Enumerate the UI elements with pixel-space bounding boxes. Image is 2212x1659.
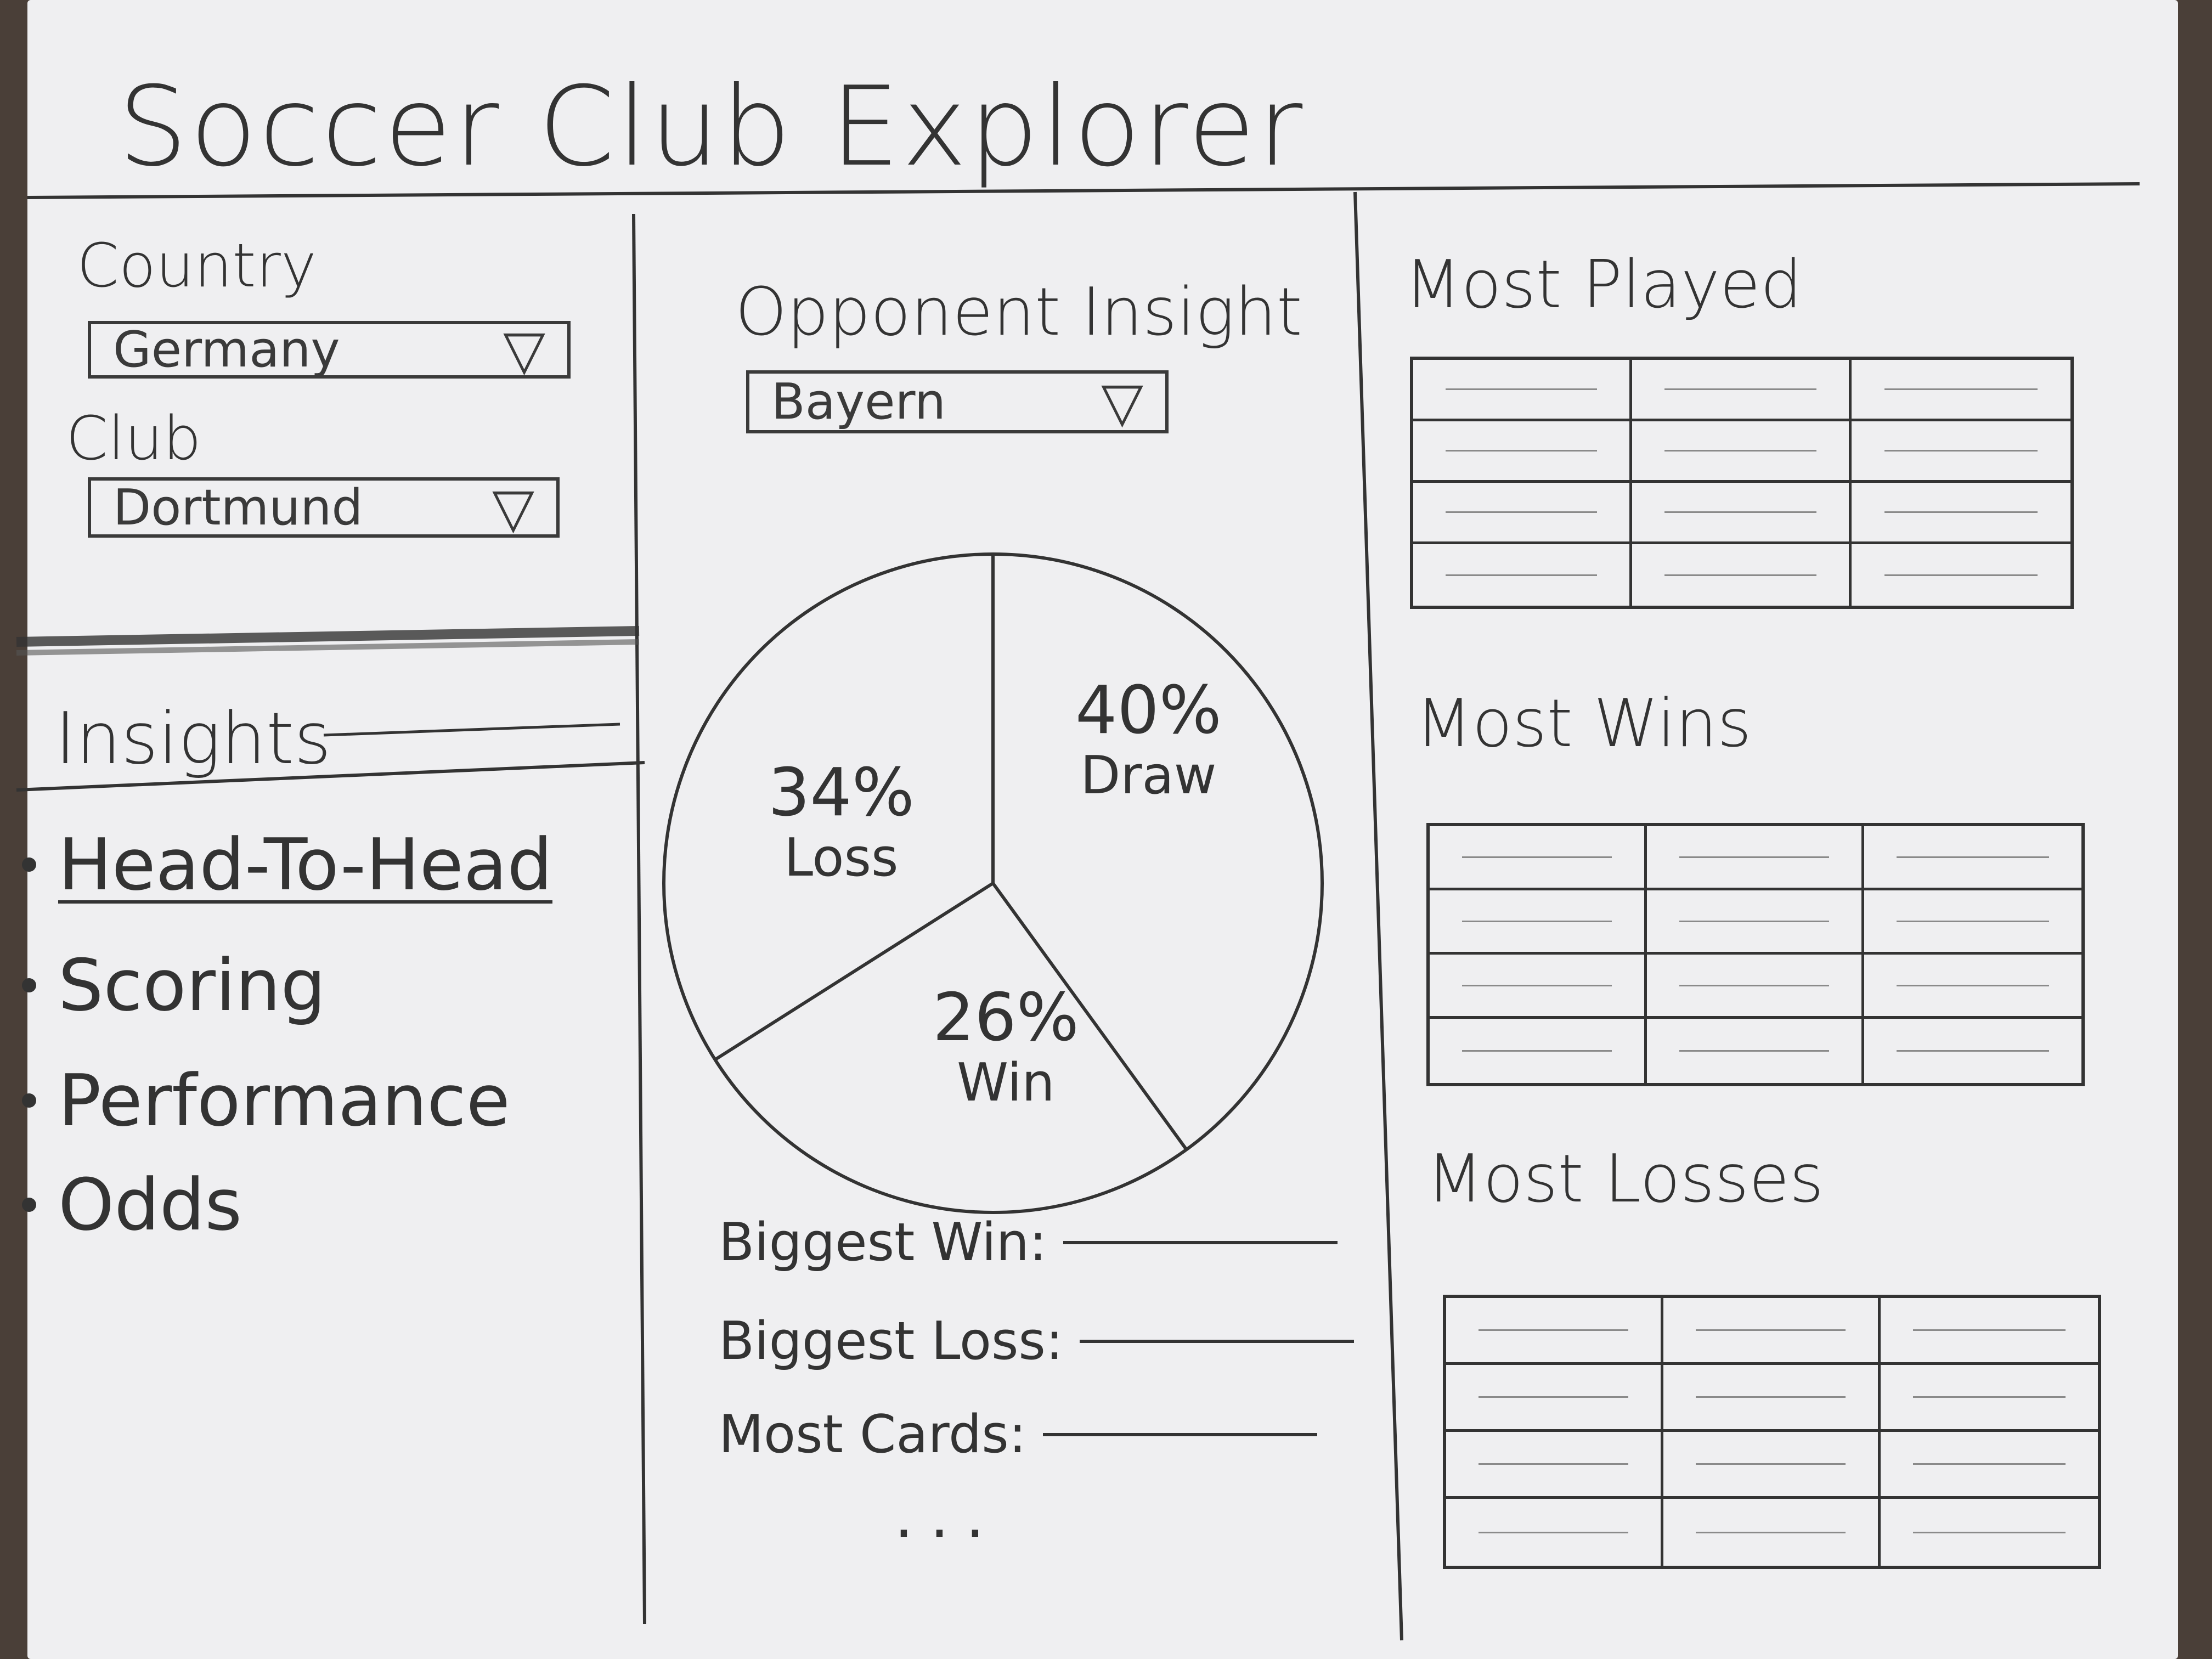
insights-heading: Insights	[55, 697, 331, 780]
table-cell	[1632, 544, 1852, 606]
table-cell	[1663, 1298, 1881, 1365]
bullet-icon	[22, 1093, 36, 1108]
nav-item-head-to-head[interactable]: Head-To-Head	[22, 823, 552, 906]
table-cell	[1881, 1432, 2098, 1499]
table-cell	[1632, 483, 1852, 544]
table-cell	[1864, 1019, 2081, 1083]
table-title-most-losses: Most Losses	[1426, 1141, 1824, 1217]
table-cell	[1413, 360, 1633, 421]
more-stats-ellipsis: ...	[894, 1481, 1001, 1551]
table-cell	[1852, 544, 2070, 606]
table-cell	[1632, 421, 1852, 483]
table-cell	[1647, 955, 1864, 1019]
stat-biggest-loss: Biggest Loss:	[719, 1311, 1354, 1372]
table-cell	[1864, 826, 2081, 890]
table-cell	[1647, 1019, 1864, 1083]
most-played-table	[1410, 357, 2074, 609]
nav-item-odds[interactable]: Odds	[22, 1163, 242, 1246]
club-select[interactable]: Dortmund ▽	[88, 475, 560, 540]
pie-value-draw: 40%	[1075, 673, 1222, 749]
dropdown-triangle-icon: ▽	[503, 318, 545, 382]
nav-item-scoring[interactable]: Scoring	[22, 944, 326, 1027]
table-cell	[1446, 1499, 1663, 1566]
opponent-value: Bayern	[771, 373, 946, 431]
most-losses-table	[1443, 1295, 2101, 1569]
pie-category-draw: Draw	[1080, 746, 1217, 806]
pie-label-draw: 40% Draw	[1075, 675, 1222, 805]
table-cell	[1632, 360, 1852, 421]
table-cell	[1446, 1365, 1663, 1432]
opponent-select[interactable]: Bayern ▽	[746, 370, 1169, 434]
club-value: Dortmund	[113, 478, 363, 537]
stat-label: Most Cards:	[719, 1404, 1026, 1465]
table-cell	[1430, 955, 1647, 1019]
stat-biggest-win: Biggest Win:	[719, 1212, 1338, 1273]
table-cell	[1663, 1432, 1881, 1499]
dropdown-triangle-icon: ▽	[492, 475, 534, 540]
table-cell	[1864, 890, 2081, 955]
stat-value-placeholder	[1063, 1241, 1338, 1244]
nav-item-label: Performance	[58, 1059, 510, 1142]
table-cell	[1881, 1298, 2098, 1365]
pie-category-win: Win	[957, 1053, 1055, 1113]
stat-most-cards: Most Cards:	[719, 1404, 1317, 1465]
nav-item-performance[interactable]: Performance	[22, 1059, 510, 1142]
club-label: Club	[66, 403, 201, 473]
table-cell	[1446, 1298, 1663, 1365]
table-cell	[1851, 483, 2070, 544]
nav-item-label: Head-To-Head	[58, 823, 552, 906]
table-cell	[1881, 1365, 2098, 1432]
country-value: Germany	[113, 321, 340, 379]
table-cell	[1647, 826, 1864, 890]
bullet-icon	[22, 1198, 36, 1212]
stat-label: Biggest Win:	[719, 1212, 1047, 1273]
nav-item-label: Odds	[58, 1163, 242, 1246]
dropdown-triangle-icon: ▽	[1101, 370, 1143, 434]
table-cell	[1647, 890, 1864, 955]
pie-value-loss: 34%	[768, 755, 915, 831]
table-cell	[1413, 483, 1633, 544]
table-cell	[1413, 544, 1633, 606]
most-wins-table	[1426, 823, 2085, 1086]
country-label: Country	[77, 230, 317, 301]
table-cell	[1881, 1499, 2098, 1566]
bullet-icon	[22, 978, 36, 992]
table-cell	[1430, 826, 1647, 890]
pie-label-win: 26% Win	[933, 982, 1079, 1112]
table-title-most-played: Most Played	[1404, 247, 1802, 323]
table-title-most-wins: Most Wins	[1415, 686, 1752, 762]
bullet-icon	[22, 857, 36, 872]
table-cell	[1864, 955, 2081, 1019]
stat-label: Biggest Loss:	[719, 1311, 1063, 1372]
stat-value-placeholder	[1042, 1433, 1317, 1436]
table-cell	[1430, 1019, 1647, 1083]
pie-label-loss: 34% Loss	[768, 757, 915, 887]
table-cell	[1851, 421, 2070, 483]
nav-item-label: Scoring	[58, 944, 326, 1027]
stat-value-placeholder	[1079, 1340, 1354, 1343]
table-cell	[1446, 1432, 1663, 1499]
table-cell	[1413, 421, 1633, 483]
table-cell	[1430, 890, 1647, 955]
table-cell	[1663, 1365, 1881, 1432]
table-cell	[1851, 360, 2070, 421]
opponent-heading: Opponent Insight	[735, 274, 1302, 351]
pie-category-loss: Loss	[784, 828, 899, 888]
app-title: Soccer Club Explorer	[118, 63, 1305, 191]
country-select[interactable]: Germany ▽	[88, 318, 571, 382]
table-cell	[1663, 1499, 1881, 1566]
pie-value-win: 26%	[933, 980, 1079, 1056]
